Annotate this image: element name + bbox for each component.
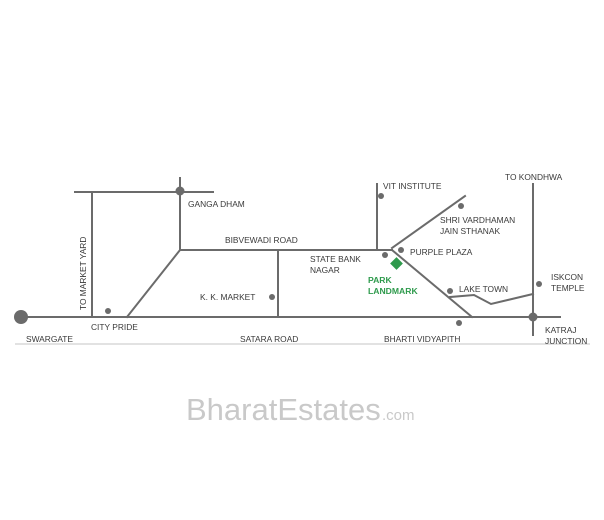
- watermark-suffix: .com: [382, 407, 415, 424]
- label-vardhaman-2: JAIN STHANAK: [440, 226, 500, 236]
- vit-marker: [378, 193, 384, 199]
- label-vardhaman-1: SHRI VARDHAMAN: [440, 215, 515, 225]
- label-ganga-dham: GANGA DHAM: [188, 199, 245, 209]
- swargate-marker: [14, 310, 28, 324]
- label-satara-road: SATARA ROAD: [240, 334, 298, 344]
- label-purple-plaza: PURPLE PLAZA: [410, 247, 473, 257]
- state-bank-nagar-marker: [382, 252, 388, 258]
- watermark-brand: BharatEstates: [186, 392, 381, 427]
- vardhaman-marker: [458, 203, 464, 209]
- label-iskcon-1: ISKCON: [551, 272, 583, 282]
- project-diamond-icon: [390, 257, 403, 270]
- label-vit: VIT INSTITUTE: [383, 181, 442, 191]
- label-lake-town: LAKE TOWN: [459, 284, 508, 294]
- katraj-marker: [528, 312, 538, 322]
- katraj-diagonal-road-line: [390, 248, 474, 319]
- city-pride-marker: [105, 308, 111, 314]
- label-project-1: PARK: [368, 275, 393, 285]
- purple-plaza-marker: [398, 247, 404, 253]
- label-kondhwa: TO KONDHWA: [505, 172, 563, 182]
- label-katraj-1: KATRAJ: [545, 325, 577, 335]
- kk-market-marker: [269, 294, 275, 300]
- iskcon-marker: [536, 281, 542, 287]
- label-katraj-2: JUNCTION: [545, 336, 587, 346]
- diagonal-road-line: [125, 248, 182, 319]
- lake-town-road-line: [448, 292, 535, 306]
- label-state-bank-2: NAGAR: [310, 265, 340, 275]
- label-state-bank-1: STATE BANK: [310, 254, 361, 264]
- roads: [19, 177, 561, 336]
- label-market-yard: TO MARKET YARD: [78, 237, 88, 310]
- label-city-pride: CITY PRIDE: [91, 322, 138, 332]
- label-kk-market: K. K. MARKET: [200, 292, 255, 302]
- watermark: BharatEstates .com: [186, 392, 415, 427]
- label-bibvewadi-road: BIBVEWADI ROAD: [225, 235, 298, 245]
- vardhaman-road-line: [390, 194, 467, 250]
- label-project-2: LANDMARK: [368, 286, 418, 296]
- bharti-marker: [456, 320, 462, 326]
- label-swargate: SWARGATE: [26, 334, 73, 344]
- label-iskcon-2: TEMPLE: [551, 283, 585, 293]
- label-bharti: BHARTI VIDYAPITH: [384, 334, 460, 344]
- lake-town-marker: [447, 288, 453, 294]
- ganga-dham-marker: [175, 186, 185, 196]
